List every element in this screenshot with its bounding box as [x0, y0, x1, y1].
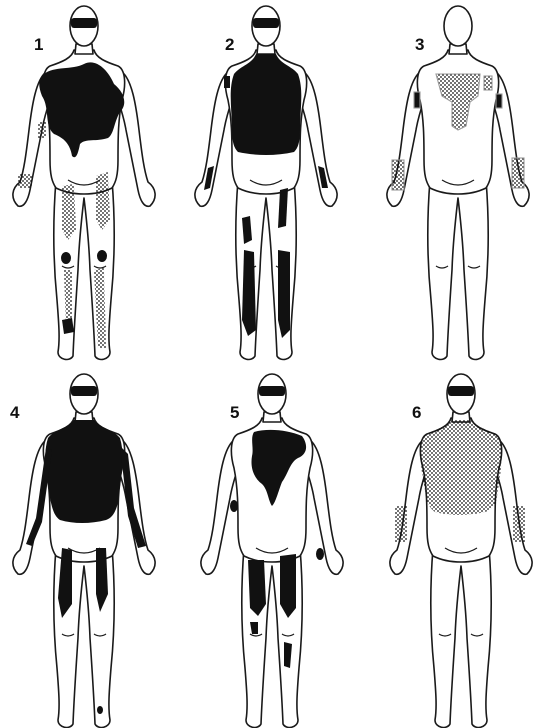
solid-region-left-knee-1: [61, 252, 71, 264]
stipple-region-right-shoulder-3: [484, 76, 492, 90]
stipple-region-left-thigh-1: [62, 184, 76, 240]
panel-6: 6: [390, 374, 532, 727]
body-outline-1: [13, 6, 155, 359]
stipple-region-right-forearm-6: [513, 506, 525, 542]
panel-label-3: 3: [415, 35, 424, 54]
solid-region-right-knee-1: [97, 250, 107, 262]
stipple-region-left-forearm-3: [392, 160, 404, 190]
solid-region-left-thigh-5: [248, 560, 266, 616]
stipple-region-left-forearm-6: [395, 506, 407, 542]
solid-region-left-forearm-5: [230, 500, 238, 512]
body-outline-3: [387, 6, 529, 359]
solid-region-torso-4: [45, 420, 122, 523]
solid-region-left-upper-arm-3: [414, 92, 420, 108]
panel-3: 3: [387, 6, 529, 359]
eye-bar-4: [71, 386, 97, 396]
stipple-region-torso-6: [420, 420, 501, 515]
panel-label-2: 2: [225, 35, 234, 54]
solid-region-right-leg-2: [278, 250, 290, 338]
eye-bar-5: [259, 386, 285, 396]
panel-4: 4: [10, 374, 155, 727]
panel-2: 2: [195, 6, 337, 359]
panel-label-6: 6: [412, 403, 421, 422]
solid-region-torso-2: [231, 54, 302, 155]
eye-bar-2: [253, 18, 279, 28]
eye-bar-6: [448, 386, 474, 396]
panel-label-1: 1: [34, 35, 43, 54]
panel-5: 5: [201, 374, 343, 727]
panel-1: 1: [13, 6, 155, 359]
stipple-region-left-forearm-1: [18, 174, 32, 188]
solid-region-right-forearm-5: [316, 548, 324, 560]
solid-region-right-foot-4: [97, 706, 103, 714]
stipple-region-right-thigh-1: [96, 172, 110, 230]
panel-label-5: 5: [230, 403, 239, 422]
stipple-region-left-upper-arm-1: [38, 122, 46, 138]
stipple-region-right-forearm-3: [512, 158, 524, 188]
eye-bar-1: [71, 18, 97, 28]
solid-region-left-leg-2: [242, 250, 256, 336]
panel-label-4: 4: [10, 403, 20, 422]
solid-region-left-foot-1: [62, 318, 74, 334]
solid-region-left-upper-arm-2: [224, 76, 230, 88]
solid-region-right-upper-arm-3: [496, 94, 502, 108]
